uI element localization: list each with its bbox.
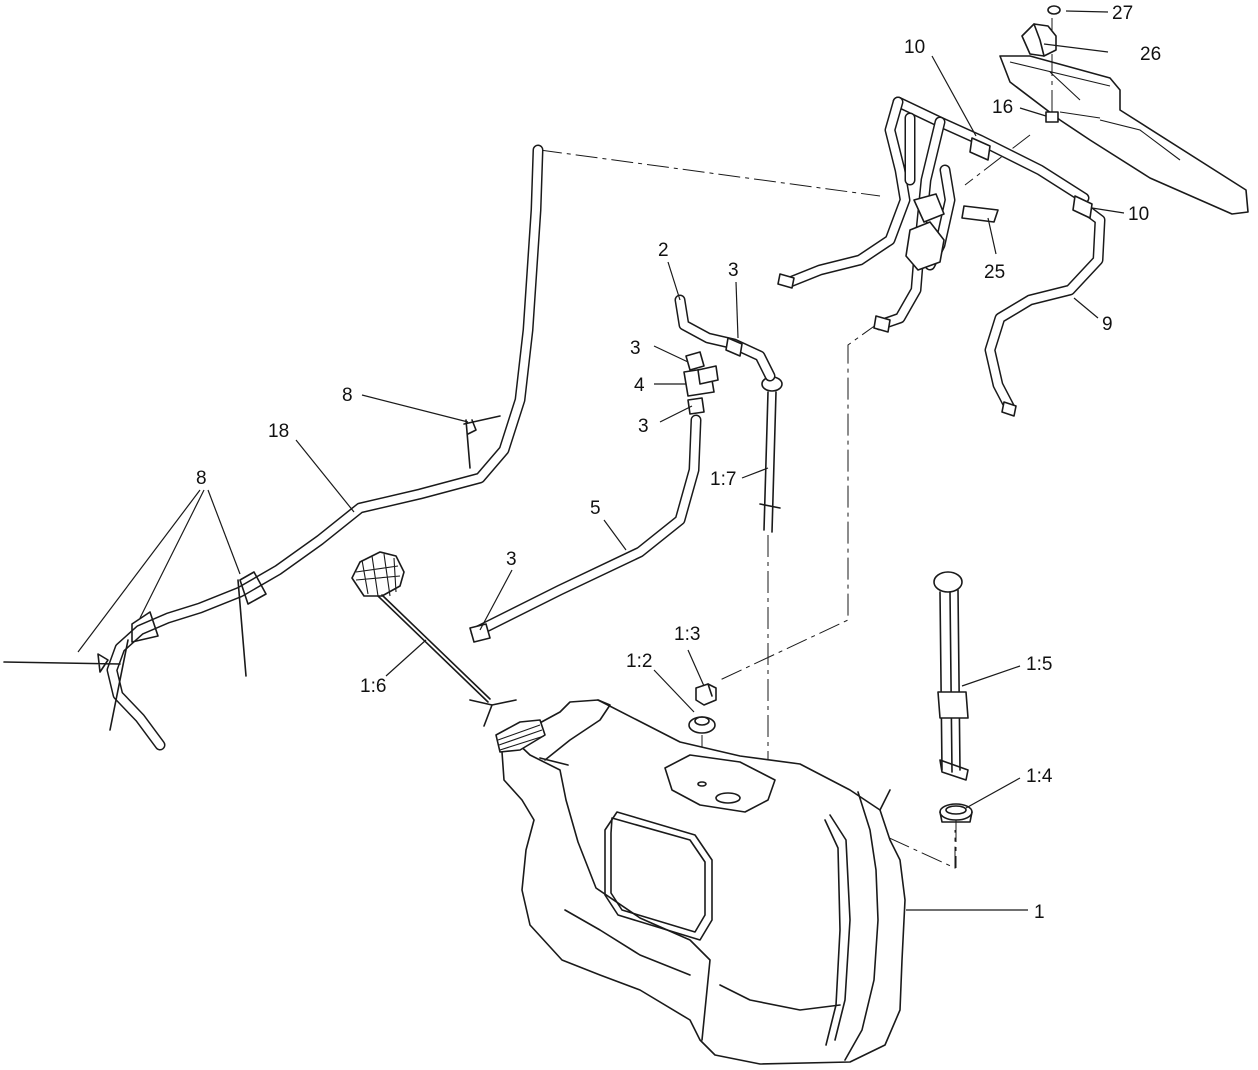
pickup-tube <box>759 376 783 533</box>
callout-1-6: 1:6 <box>360 676 386 697</box>
leader-lines <box>77 10 1125 911</box>
callout-4: 4 <box>634 375 645 396</box>
callout-1-4: 1:4 <box>1026 766 1053 787</box>
vent-valve-bodies <box>905 193 999 271</box>
mounting-bracket <box>999 5 1249 215</box>
callout-3-middle: 3 <box>638 416 649 437</box>
fuel-cap-assembly <box>351 551 517 727</box>
callout-1-7: 1:7 <box>710 469 736 490</box>
callout-1: 1 <box>1034 902 1045 923</box>
cable-ties <box>3 415 501 731</box>
callout-10-upper: 10 <box>904 37 925 58</box>
fuel-pickup-assembly <box>933 571 973 823</box>
callout-9: 9 <box>1102 314 1113 335</box>
callout-10-lower: 10 <box>1128 204 1149 225</box>
callout-18: 18 <box>268 421 289 442</box>
callout-1-3: 1:3 <box>674 624 700 645</box>
callout-2: 2 <box>658 240 669 261</box>
callout-25: 25 <box>984 262 1005 283</box>
fuel-tank <box>495 699 906 1065</box>
callout-16: 16 <box>992 97 1013 118</box>
callout-3-top: 3 <box>728 260 739 281</box>
callout-26: 26 <box>1140 44 1161 65</box>
callout-1-5: 1:5 <box>1026 654 1052 675</box>
callout-5: 5 <box>590 498 601 519</box>
tank-fittings <box>688 683 717 734</box>
callout-3-upper: 3 <box>630 338 641 359</box>
callout-3-lower: 3 <box>506 549 517 570</box>
callout-1-2: 1:2 <box>626 651 652 672</box>
callout-8-left: 8 <box>196 468 207 489</box>
hose-clamps <box>777 137 1093 417</box>
callout-27: 27 <box>1112 3 1133 24</box>
tee-fitting <box>469 337 743 643</box>
callout-8-upper: 8 <box>342 385 353 406</box>
hoses <box>106 96 1106 751</box>
callout-labels: 27 26 10 16 10 25 9 2 3 3 4 3 8 18 1:7 5… <box>196 3 1161 923</box>
